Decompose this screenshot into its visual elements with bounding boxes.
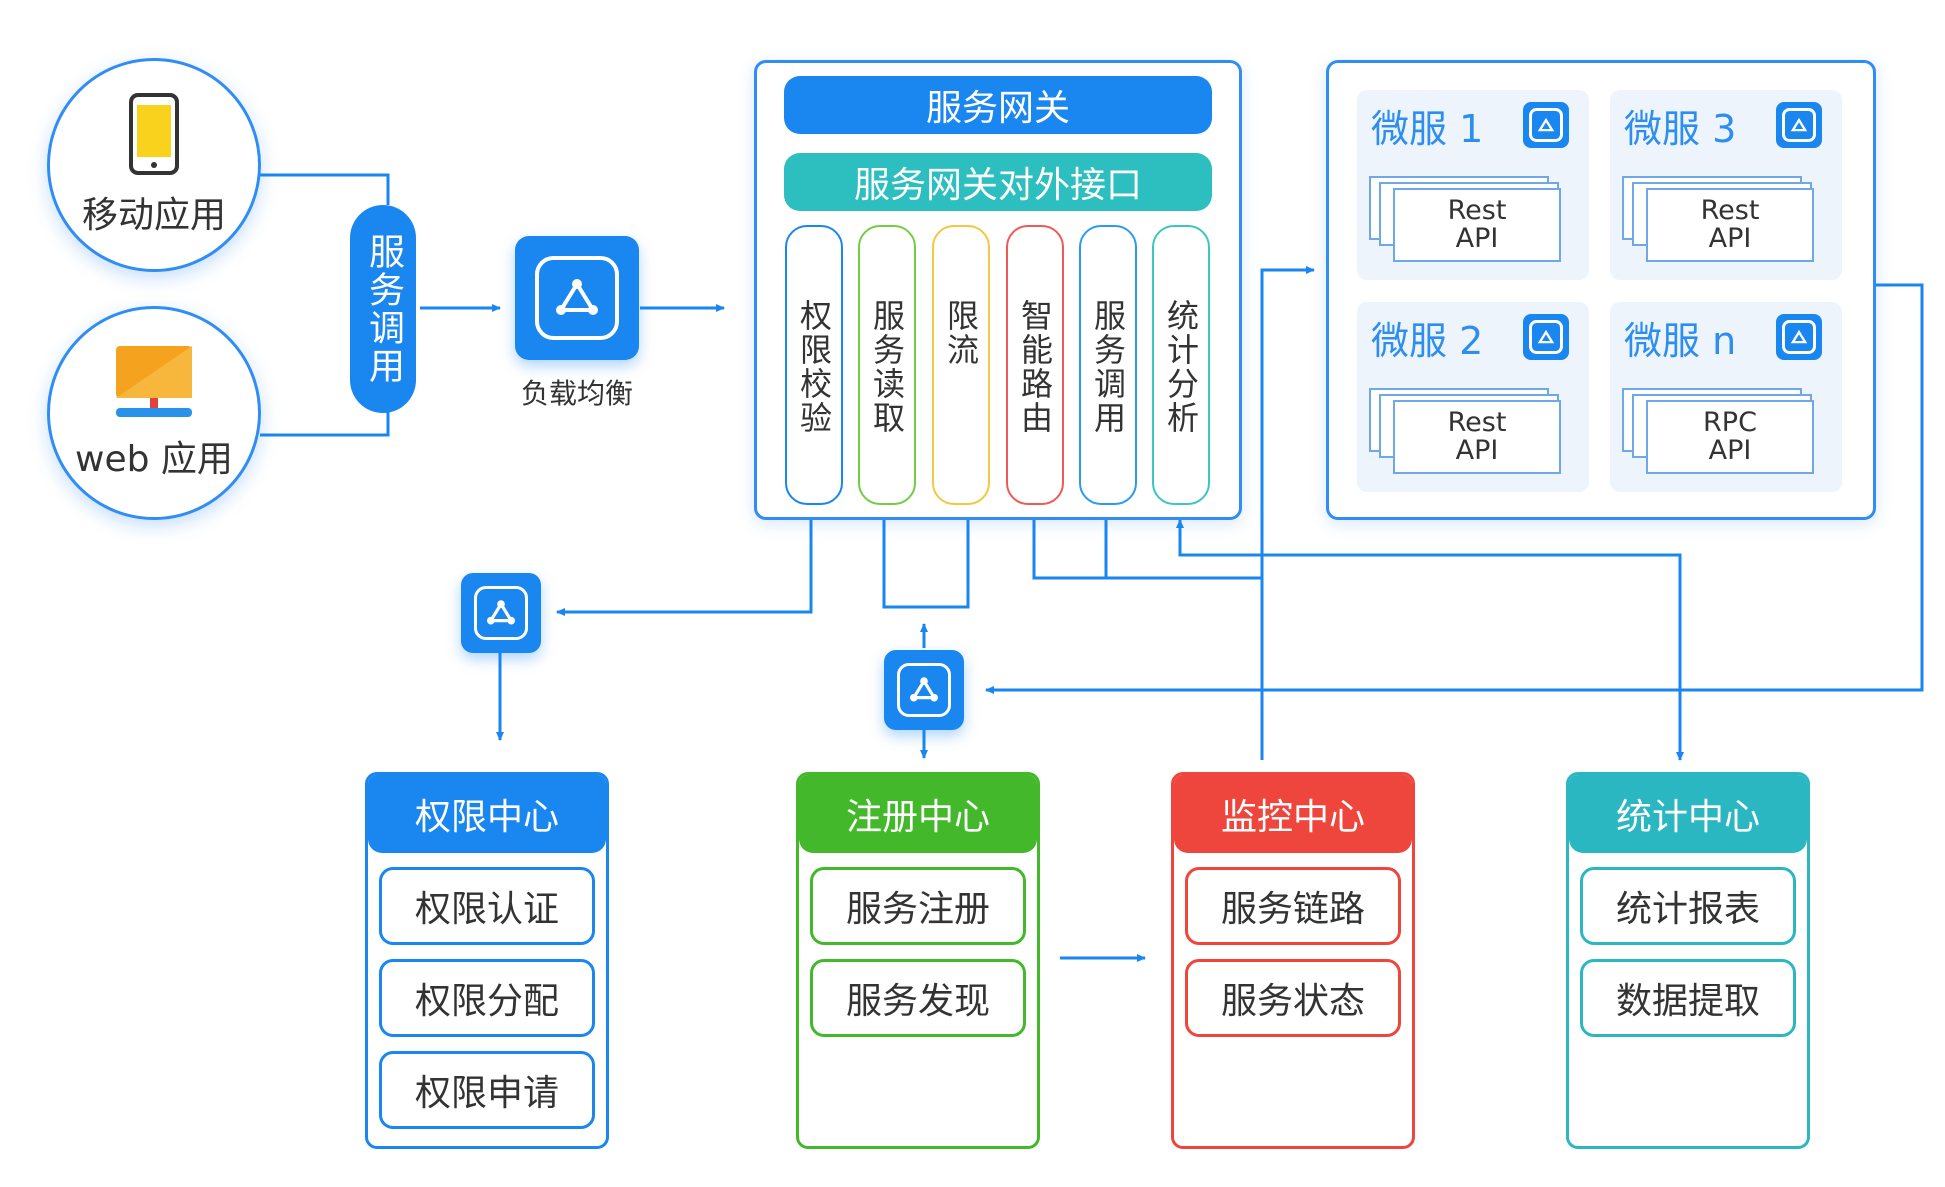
microservice-icon [1776, 102, 1822, 148]
microservice-name: 微服 3 [1624, 107, 1737, 151]
desktop-monitor-icon [116, 346, 192, 417]
api-label: Rest API [1646, 188, 1814, 262]
module-smart-routing: 智能路由 [1006, 225, 1064, 505]
api-protocol: Rest [1700, 194, 1760, 226]
module-rate-limit: 限流 [932, 225, 990, 505]
api-protocol: Rest [1447, 406, 1507, 438]
monitor-center-item: 服务链路 [1185, 867, 1401, 945]
api-label: RPC API [1646, 400, 1814, 474]
module-service-read: 服务读取 [858, 225, 916, 505]
api-label: Rest API [1393, 400, 1561, 474]
network-nodes-icon [1537, 329, 1555, 343]
module-rate-limit-label: 限流 [942, 299, 980, 367]
microservice-icon [1776, 314, 1822, 360]
mobile-phone-icon [129, 93, 179, 175]
permission-center-item: 权限申请 [379, 1051, 595, 1129]
permission-center-item: 权限认证 [379, 867, 595, 945]
module-auth-check-label: 权限校验 [795, 299, 833, 435]
microservice-icon [1523, 102, 1569, 148]
microservice-name: 微服 1 [1371, 107, 1484, 151]
registry-center-title: 注册中心 [799, 775, 1037, 853]
client-web-label: web 应用 [75, 439, 233, 480]
line-read-limit-bracket [882, 513, 970, 609]
gateway-external-interface-bar: 服务网关对外接口 [784, 153, 1212, 211]
network-nodes-icon [556, 279, 598, 315]
api-word: API [1455, 435, 1499, 466]
api-word: API [1708, 435, 1752, 466]
line-mobile-to-pill [260, 173, 390, 205]
module-smart-routing-label: 智能路由 [1016, 299, 1054, 435]
arrow-monitor-to-microservices [1260, 266, 1315, 760]
monitor-center-title: 监控中心 [1174, 775, 1412, 853]
microservice-card: 微服 n RPC API [1610, 302, 1842, 492]
gateway-title-bar: 服务网关 [784, 76, 1212, 134]
network-nodes-icon [1537, 117, 1555, 131]
permission-center: 权限中心 权限认证 权限分配 权限申请 [365, 772, 609, 1149]
service-call-pill: 服务调用 [350, 205, 416, 413]
module-statistics-label: 统计分析 [1162, 299, 1200, 435]
statistics-center-item: 统计报表 [1580, 867, 1796, 945]
network-nodes-icon [1790, 117, 1808, 131]
permission-center-item: 权限分配 [379, 959, 595, 1037]
microservice-card: 微服 1 Rest API [1357, 90, 1589, 280]
statistics-center-item: 数据提取 [1580, 959, 1796, 1037]
module-service-read-label: 服务读取 [868, 299, 906, 435]
arrow-auth-to-tile [556, 513, 813, 616]
module-statistics: 统计分析 [1152, 225, 1210, 505]
microservice-icon [1523, 314, 1569, 360]
module-auth-check: 权限校验 [785, 225, 843, 505]
network-nodes-icon [487, 600, 515, 625]
service-call-pill-label: 服务调用 [363, 233, 404, 385]
arrow-stats-to-center [1178, 513, 1684, 761]
monitor-center: 监控中心 服务链路 服务状态 [1171, 772, 1415, 1149]
api-protocol: RPC [1703, 406, 1757, 438]
registry-center-item: 服务发现 [810, 959, 1026, 1037]
client-web: web 应用 [47, 306, 261, 520]
client-mobile: 移动应用 [47, 58, 261, 272]
microservice-card: 微服 3 Rest API [1610, 90, 1842, 280]
registry-center: 注册中心 服务注册 服务发现 [796, 772, 1040, 1149]
api-word: API [1708, 223, 1752, 254]
load-balancer-tile [515, 236, 639, 360]
permission-center-title: 权限中心 [368, 775, 606, 853]
registry-center-item: 服务注册 [810, 867, 1026, 945]
network-nodes-icon [910, 677, 938, 702]
network-nodes-icon [1790, 329, 1808, 343]
microservice-name: 微服 2 [1371, 319, 1484, 363]
api-word: API [1455, 223, 1499, 254]
module-service-call: 服务调用 [1079, 225, 1137, 505]
line-route-call-bus [1032, 513, 1108, 580]
microservice-card: 微服 2 Rest API [1357, 302, 1589, 492]
statistics-center: 统计中心 统计报表 数据提取 [1566, 772, 1810, 1149]
statistics-center-title: 统计中心 [1569, 775, 1807, 853]
registry-tile [884, 650, 964, 730]
client-mobile-label: 移动应用 [81, 195, 226, 236]
api-label: Rest API [1393, 188, 1561, 262]
load-balancer-label: 负载均衡 [520, 377, 633, 410]
microservice-name: 微服 n [1624, 319, 1737, 363]
permission-tile [461, 573, 541, 653]
monitor-center-item: 服务状态 [1185, 959, 1401, 1037]
api-protocol: Rest [1447, 194, 1507, 226]
module-service-call-label: 服务调用 [1089, 299, 1127, 435]
